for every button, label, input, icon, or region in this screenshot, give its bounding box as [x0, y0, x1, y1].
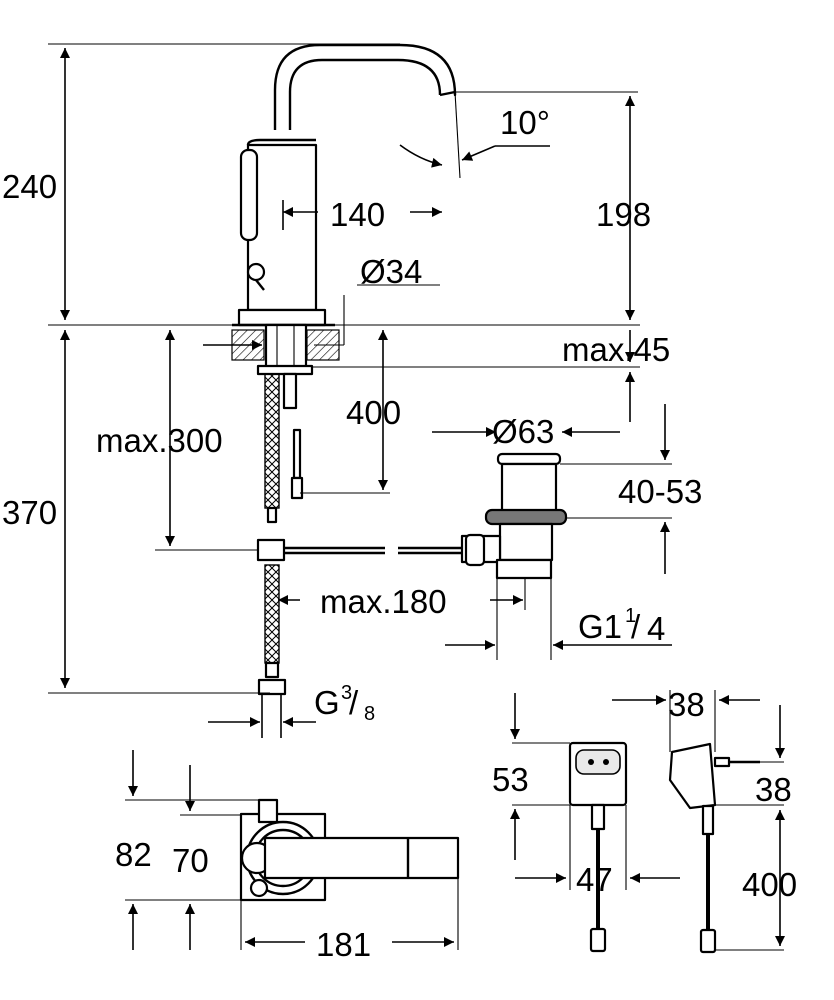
svg-text:4: 4 — [647, 610, 665, 647]
svg-text:/: / — [631, 608, 641, 645]
svg-text:G: G — [314, 684, 340, 721]
dim-adapter-depth: 38 — [755, 771, 792, 808]
faucet-drawing — [231, 43, 462, 738]
dimension-labels: 240 10° 140 198 Ø34 max.45 400 max.300 Ø… — [2, 104, 797, 963]
svg-text:/: / — [349, 684, 359, 721]
extension-lines — [48, 43, 784, 951]
dim-height-total: 240 — [2, 168, 57, 205]
dim-plug-width: 47 — [576, 861, 613, 898]
dim-max-offset: max.180 — [320, 583, 447, 620]
dim-hose-thread: G 3 / 8 — [314, 682, 375, 725]
dim-waste-range: 40-53 — [618, 473, 702, 510]
dim-base-depth-inner: 70 — [172, 842, 209, 879]
dim-diameter-body: Ø34 — [360, 253, 422, 290]
dim-max-depth: max.300 — [96, 422, 223, 459]
dim-below-height: 370 — [2, 494, 57, 531]
svg-text:G1: G1 — [578, 608, 622, 645]
dim-waste-thread: G1 1 / 4 — [578, 605, 665, 647]
dim-max-thickness: max.45 — [562, 331, 670, 368]
svg-text:1: 1 — [625, 605, 636, 627]
dimension-arrows — [60, 48, 785, 950]
waste-valve-drawing — [460, 452, 568, 580]
dim-cable-length: 400 — [346, 394, 401, 431]
dim-reach: 140 — [330, 196, 385, 233]
svg-text:3: 3 — [341, 682, 352, 704]
svg-text:8: 8 — [364, 703, 375, 725]
dim-adapter-cable: 400 — [742, 866, 797, 903]
dim-angle: 10° — [500, 104, 550, 141]
dim-adapter-width: 38 — [668, 686, 705, 723]
dim-adapter-height: 53 — [492, 761, 529, 798]
dim-diameter-waste: Ø63 — [492, 413, 554, 450]
dim-base-depth-outer: 82 — [115, 836, 152, 873]
dim-spout-height: 198 — [596, 196, 651, 233]
adapter-drawing — [568, 741, 760, 954]
base-plan-drawing — [239, 798, 460, 902]
dim-base-length: 181 — [316, 926, 371, 963]
